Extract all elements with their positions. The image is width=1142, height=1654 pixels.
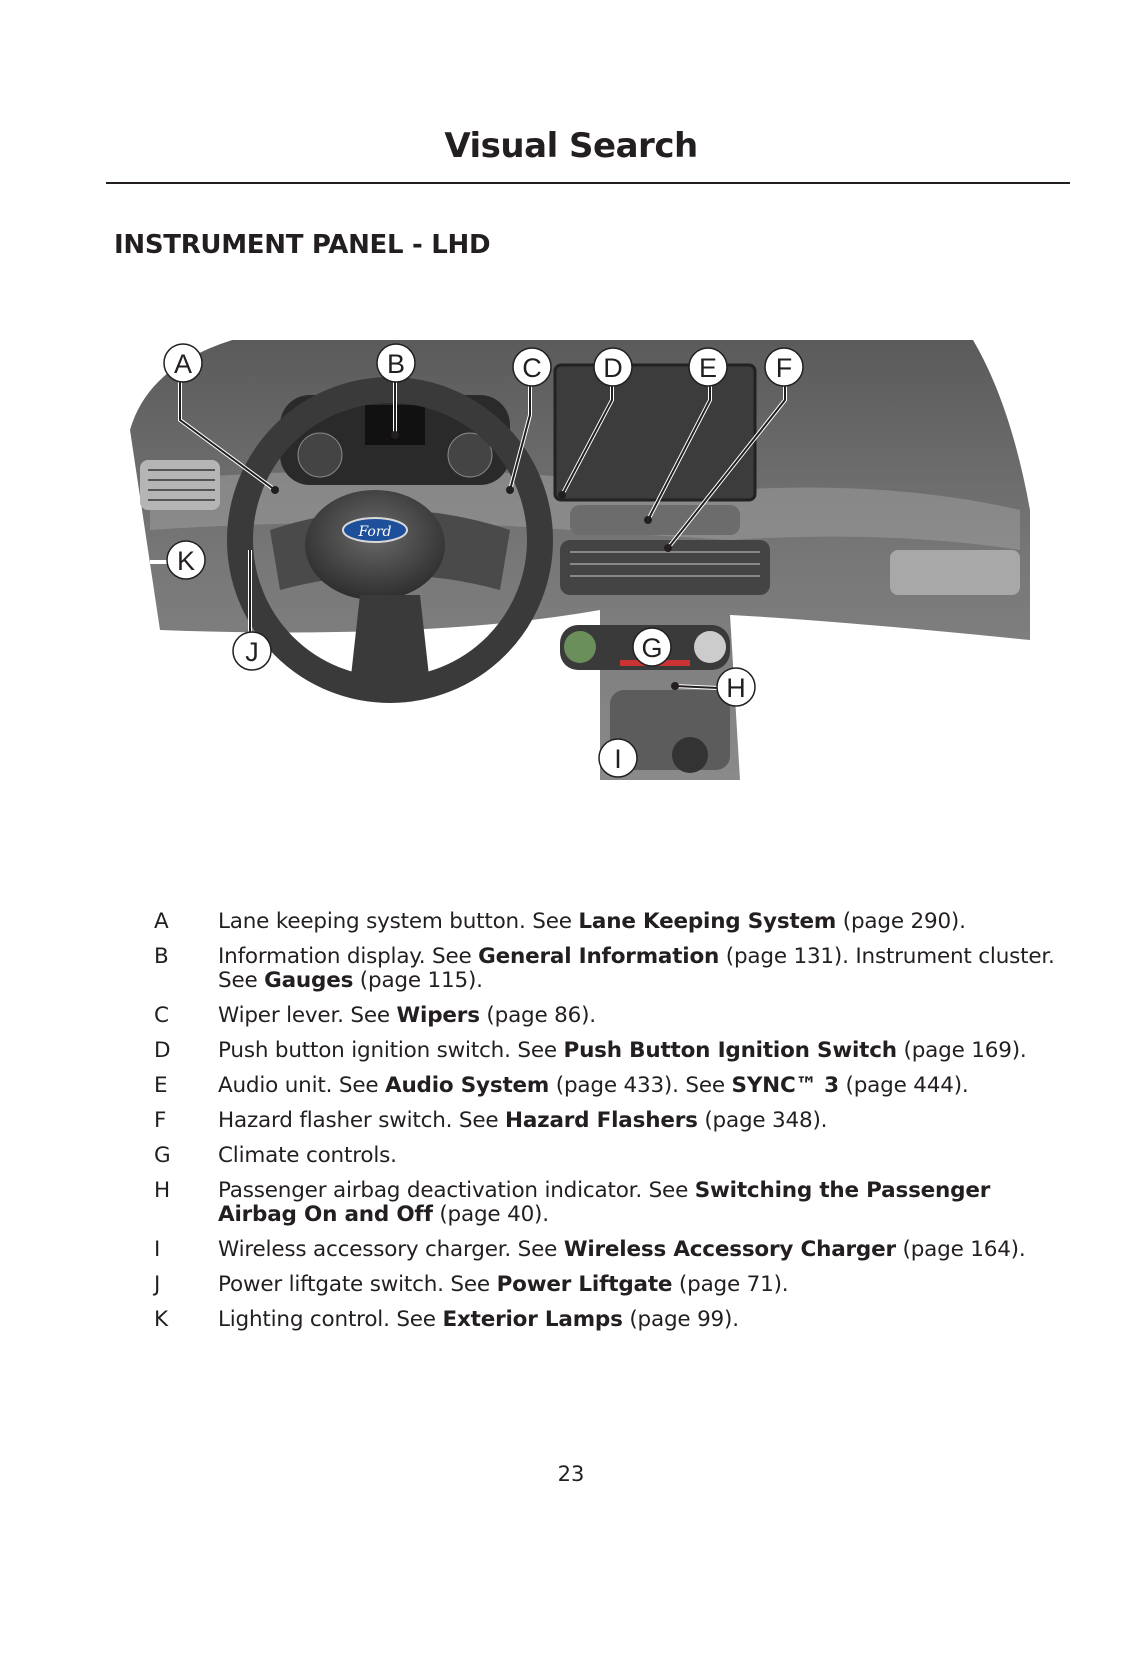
svg-text:J: J bbox=[245, 637, 259, 667]
svg-text:B: B bbox=[387, 349, 405, 379]
callout-h: H bbox=[717, 668, 755, 706]
instrument-panel-illustration: Ford A B C D E F G H I J K bbox=[130, 340, 1030, 830]
ford-badge-text: Ford bbox=[357, 524, 391, 540]
steering-hub bbox=[305, 490, 445, 600]
svg-text:I: I bbox=[614, 744, 622, 774]
title-divider bbox=[106, 182, 1070, 184]
callout-c: C bbox=[513, 348, 551, 386]
svg-text:H: H bbox=[726, 673, 746, 703]
svg-text:G: G bbox=[641, 633, 662, 663]
svg-text:A: A bbox=[174, 349, 192, 379]
callout-d: D bbox=[594, 348, 632, 386]
page-number: 23 bbox=[0, 1462, 1142, 1486]
section-heading: INSTRUMENT PANEL - LHD bbox=[114, 230, 490, 260]
left-vent bbox=[140, 460, 220, 510]
svg-text:F: F bbox=[776, 353, 793, 383]
callout-k: K bbox=[167, 541, 205, 579]
svg-text:D: D bbox=[603, 353, 623, 383]
callout-j: J bbox=[233, 632, 271, 670]
callout-f: F bbox=[765, 348, 803, 386]
page-title: Visual Search bbox=[0, 126, 1142, 166]
right-vent bbox=[890, 550, 1020, 595]
callout-e: E bbox=[689, 348, 727, 386]
callout-b: B bbox=[377, 344, 415, 382]
svg-text:E: E bbox=[699, 353, 717, 383]
svg-text:C: C bbox=[522, 353, 542, 383]
callout-a: A bbox=[164, 344, 202, 382]
touchscreen bbox=[555, 365, 755, 500]
svg-text:K: K bbox=[177, 546, 195, 576]
callout-i: I bbox=[599, 739, 637, 777]
callout-g: G bbox=[633, 628, 671, 666]
